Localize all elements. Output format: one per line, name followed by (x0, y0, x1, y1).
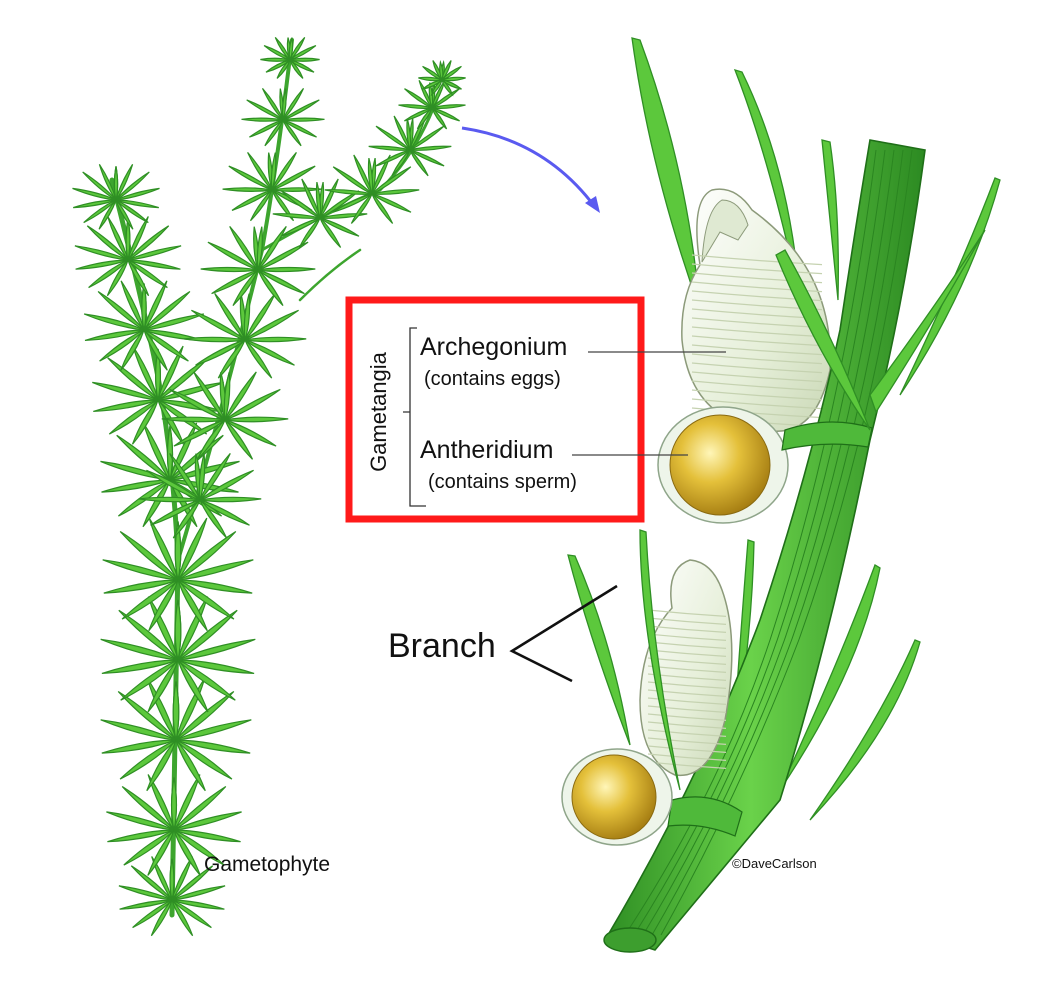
stem (300, 250, 360, 300)
branch-label: Branch (388, 627, 496, 666)
leaf (810, 640, 920, 820)
leaf (200, 497, 261, 501)
gametophyte-label: Gametophyte (204, 853, 330, 877)
antheridium-note: (contains sperm) (428, 471, 577, 494)
antheridium-upper (658, 407, 788, 523)
leaf (822, 140, 838, 300)
leaf (258, 267, 315, 271)
archegonium-note: (contains eggs) (424, 368, 561, 391)
antheridium-lower (562, 749, 672, 845)
gametangia-label: Gametangia (366, 352, 392, 472)
leaf (245, 337, 306, 341)
leaf (272, 188, 321, 192)
leaf (242, 118, 284, 121)
leaf (225, 417, 288, 422)
artist-credit: ©DaveCarlson (732, 856, 817, 871)
zoom-arrow (462, 128, 595, 207)
leaf (568, 555, 630, 745)
leaf (184, 337, 245, 341)
gametophyte-plant (73, 37, 466, 935)
leaf (168, 426, 173, 480)
antheridium-label: Antheridium (420, 436, 553, 465)
leaf (632, 38, 700, 310)
archegonium-label: Archegonium (420, 333, 567, 362)
leaf (283, 118, 325, 121)
stem-cut-end (604, 928, 656, 952)
magnified-stem (562, 38, 1000, 952)
leaf (223, 188, 272, 192)
leaf (201, 267, 258, 271)
